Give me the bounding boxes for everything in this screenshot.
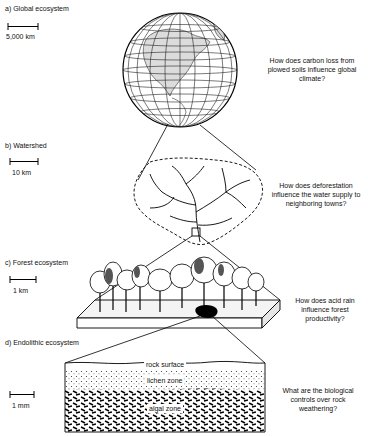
panel-label: d) Endolithic ecosystem bbox=[5, 338, 79, 347]
panel-label: c) Forest ecosystem bbox=[5, 258, 68, 267]
zone-label: rock surface bbox=[144, 360, 186, 369]
globe bbox=[123, 13, 237, 128]
watershed bbox=[134, 158, 263, 245]
rock-section bbox=[65, 361, 265, 432]
panel-label: b) Watershed bbox=[5, 141, 47, 150]
zoom-lines bbox=[95, 236, 280, 300]
panel-label: a) Global ecosystem bbox=[5, 4, 69, 13]
question-text: How does acid rain influence forest prod… bbox=[285, 296, 365, 323]
question-text: What are the biological controls over ro… bbox=[271, 386, 365, 413]
question-text: How does carbon loss from plowed soils i… bbox=[262, 56, 362, 83]
scale-label: 1 mm bbox=[12, 401, 30, 410]
rock-blob bbox=[195, 305, 217, 318]
zone-label: algal zone bbox=[147, 404, 183, 413]
zone-label: lichen zone bbox=[145, 376, 184, 385]
forest-block bbox=[77, 257, 280, 328]
scale-label: 1 km bbox=[13, 286, 28, 295]
zoom-lines bbox=[138, 124, 256, 180]
question-text: How does deforestation influence the wat… bbox=[268, 181, 364, 208]
zoom-lines bbox=[65, 316, 265, 363]
scale-label: 10 km bbox=[12, 168, 31, 177]
scale-label: 5,000 km bbox=[6, 32, 35, 41]
